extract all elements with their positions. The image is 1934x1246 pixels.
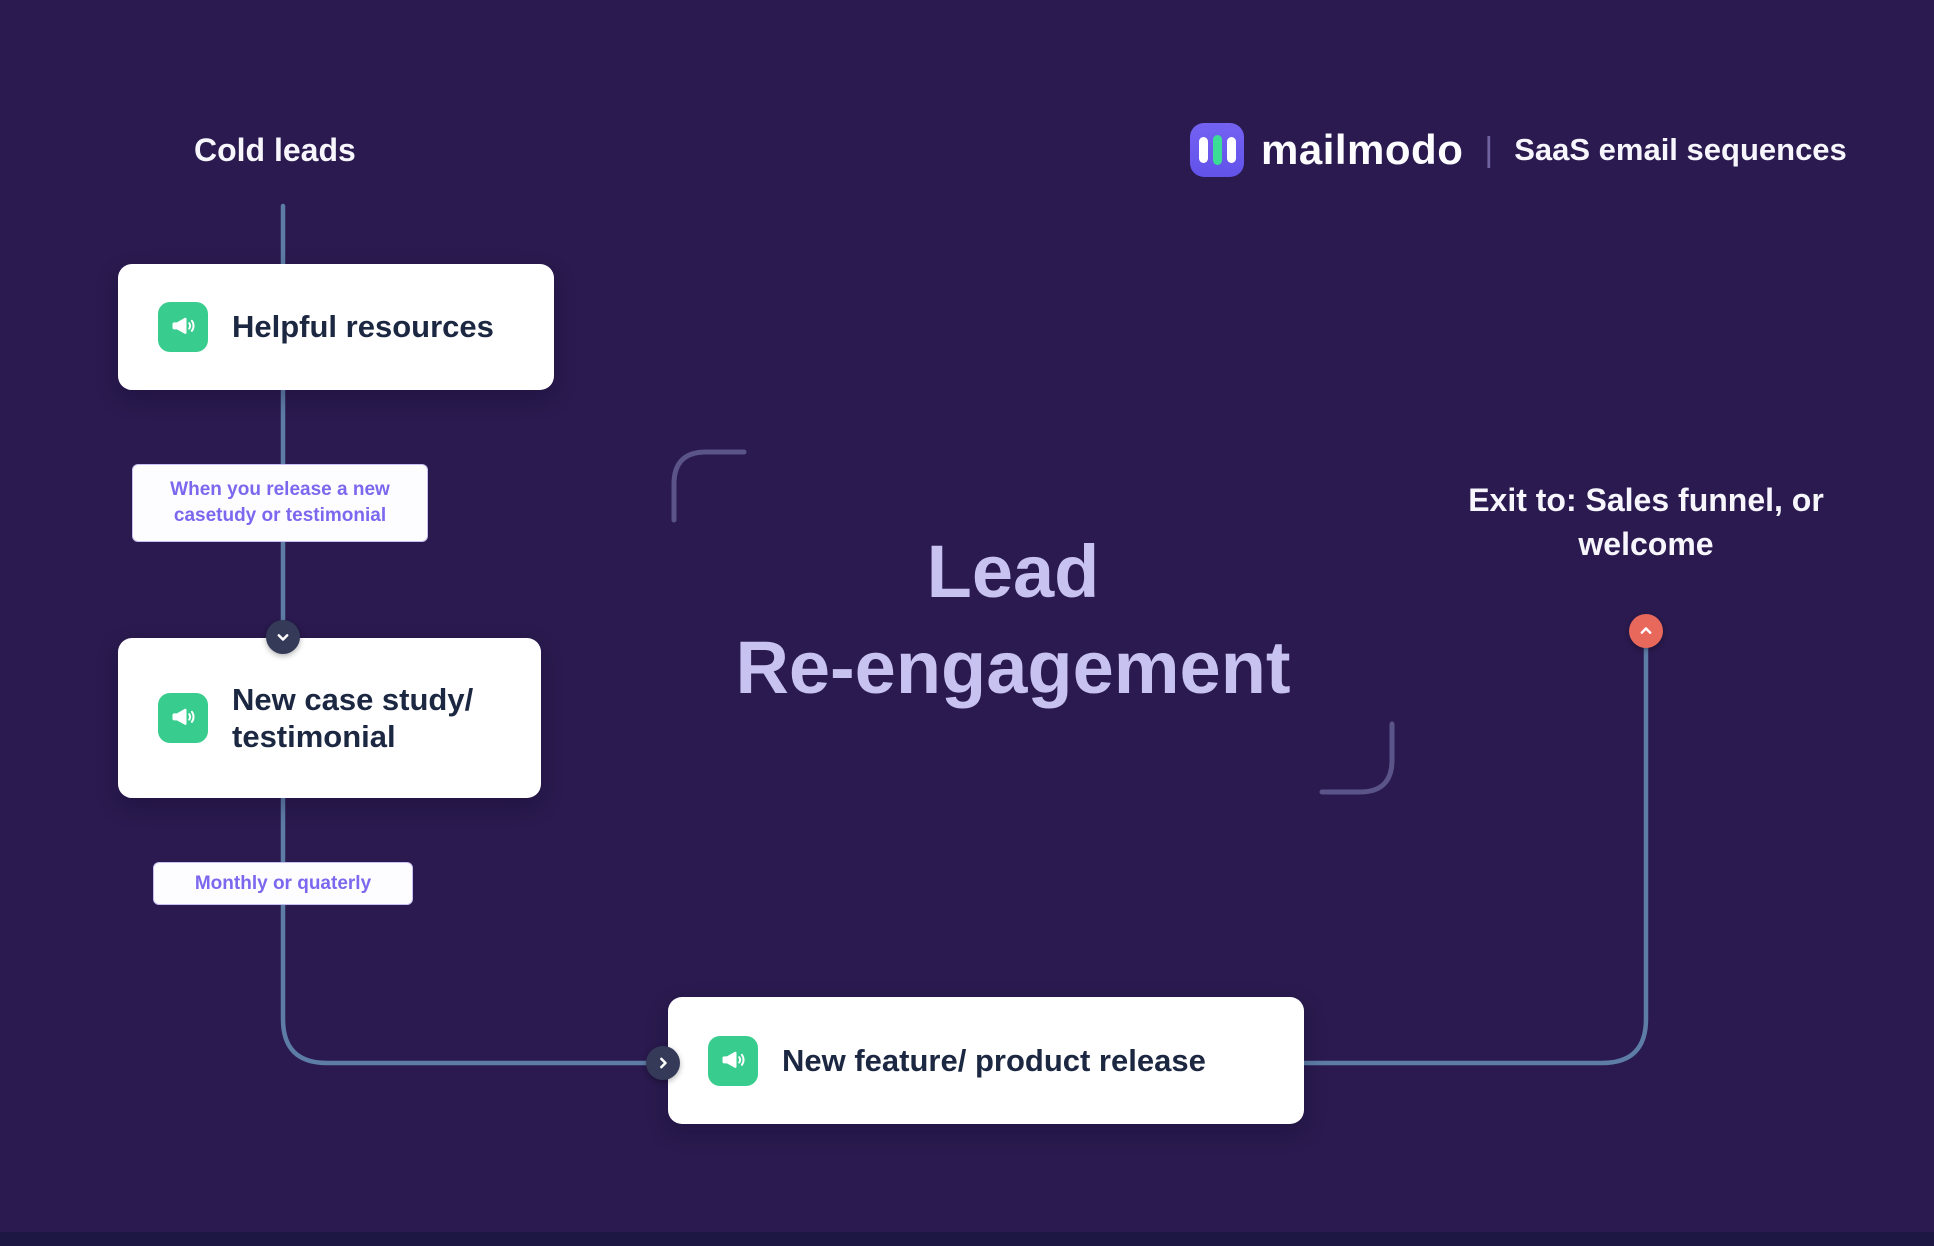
annotation-text: When you release a new casetudy or testi… xyxy=(170,479,390,526)
flow-node-new-case-study: New case study/ testimonial xyxy=(118,638,541,798)
annotation-text: Monthly or quaterly xyxy=(194,872,372,894)
exit-label: Exit to: Sales funnel, or welcome xyxy=(1468,482,1824,562)
chevron-up-icon xyxy=(1640,627,1652,634)
page-title-line1: Lead xyxy=(926,530,1100,613)
brand-name: mailmodo xyxy=(1261,126,1464,173)
quote-bracket-bottom-icon xyxy=(1319,721,1395,795)
chevron-right-icon xyxy=(660,1057,667,1069)
annotation-release-trigger: When you release a new casetudy or testi… xyxy=(132,464,428,542)
logo-bar-right xyxy=(1226,137,1236,163)
flow-node-label: New case study/ testimonial xyxy=(232,681,474,754)
brand-tagline: SaaS email sequences xyxy=(1514,132,1847,167)
cold-leads-title: Cold leads xyxy=(194,132,356,168)
chevron-right-dot xyxy=(646,1046,680,1080)
mailmodo-logo-icon xyxy=(1190,123,1244,177)
chevron-down-dot xyxy=(266,620,300,654)
quote-bracket-top-icon xyxy=(671,449,747,523)
megaphone-icon xyxy=(708,1035,758,1086)
flow-node-label: Helpful resources xyxy=(232,309,494,345)
flow-node-label: New feature/ product release xyxy=(782,1042,1206,1078)
page-title: Lead Re-engagement xyxy=(563,524,1463,716)
megaphone-icon xyxy=(158,693,208,743)
brand-bar: mailmodo | SaaS email sequences xyxy=(1190,122,1847,178)
megaphone-icon xyxy=(158,302,208,352)
logo-bar-left xyxy=(1198,137,1208,163)
logo-bar-middle xyxy=(1212,135,1222,165)
brand-divider: | xyxy=(1484,130,1494,169)
annotation-frequency: Monthly or quaterly xyxy=(153,862,413,905)
flow-node-new-feature-release: New feature/ product release xyxy=(668,997,1304,1124)
exit-up-dot xyxy=(1629,614,1663,648)
bottom-bar xyxy=(0,1232,1934,1246)
flow-node-helpful-resources: Helpful resources xyxy=(118,264,554,390)
chevron-down-icon xyxy=(277,634,289,641)
page-title-line2: Re-engagement xyxy=(735,626,1291,709)
